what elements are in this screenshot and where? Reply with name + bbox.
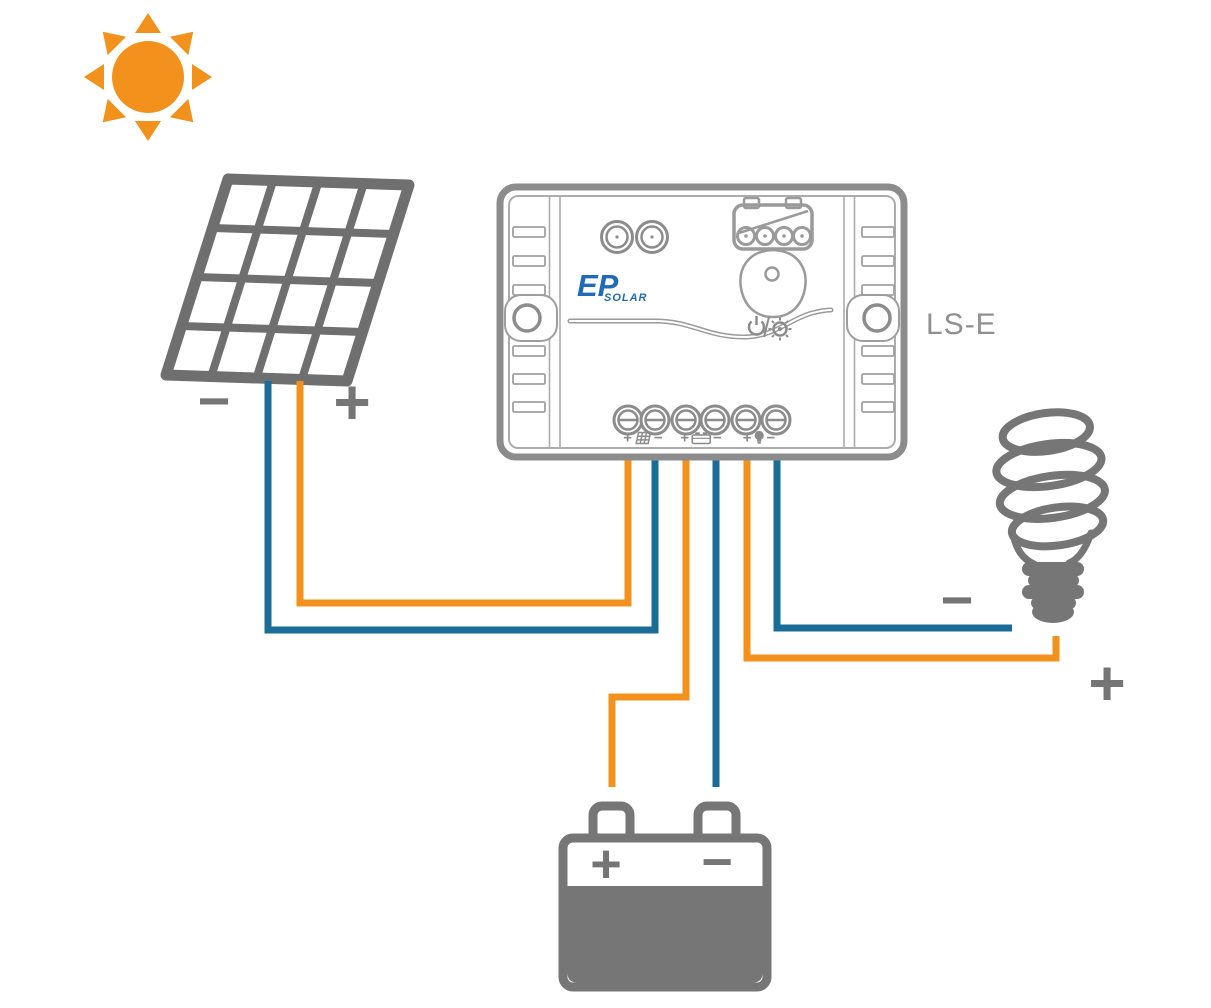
power-settings-icon	[747, 316, 792, 341]
mounting-hole-left-icon	[504, 294, 558, 342]
lamp-plus-label: +	[1088, 647, 1126, 719]
terminal-screw-icon	[699, 404, 731, 436]
terminal-screw-icon	[760, 404, 792, 436]
terminal-screw-icon	[730, 404, 762, 436]
lamp-icon	[754, 430, 764, 444]
battery-icon	[691, 432, 711, 445]
pv-terminal-label: + −	[623, 431, 663, 446]
epsolar-logo: EP SOLAR	[577, 265, 669, 313]
battery-minus-symbol: −	[701, 832, 733, 892]
sun-icon	[84, 13, 212, 141]
pv-minus-label: −	[654, 429, 663, 447]
load-minus-label: −	[766, 429, 776, 447]
lamp-minus-label: −	[940, 568, 974, 631]
logo-ep-text: EP	[577, 268, 619, 303]
vent-slots-right	[861, 226, 895, 413]
terminal-screw-icon	[670, 404, 702, 436]
vent-slots-left	[512, 226, 546, 413]
battery-terminal-label: + −	[680, 431, 722, 446]
battery-positive-wire	[608, 459, 690, 787]
logo-solar-text: SOLAR	[604, 292, 648, 304]
groove-line	[567, 307, 834, 340]
led-indicator-icon	[600, 220, 669, 254]
terminal-screw-icon	[612, 404, 644, 436]
battery-minus-label: −	[713, 429, 722, 447]
solar-panel-icon	[635, 431, 652, 445]
pv-negative-wire	[264, 381, 659, 634]
lamp-base	[1022, 562, 1084, 623]
panel-minus-label: −	[197, 369, 231, 432]
lamp	[992, 408, 1109, 623]
pv-plus-label: +	[623, 429, 632, 447]
terminal-screw-icon	[639, 404, 671, 436]
load-plus-label: +	[742, 429, 752, 447]
load-positive-wire	[743, 459, 1060, 662]
button-pad	[739, 248, 807, 319]
battery-plus-label: +	[680, 429, 689, 447]
pv-positive-wire	[296, 381, 632, 607]
panel-plus-label: +	[333, 366, 371, 438]
controller-model-label: LS-E	[926, 308, 997, 341]
mounting-hole-right-icon	[846, 294, 900, 342]
battery-plus-symbol: +	[590, 834, 622, 894]
terminal-block-icon	[732, 196, 814, 251]
load-negative-wire	[773, 459, 1012, 632]
battery	[558, 801, 772, 992]
charge-controller	[496, 183, 908, 461]
solar-panel	[160, 173, 415, 387]
terminal-screws	[612, 404, 792, 436]
load-terminal-label: + −	[743, 431, 776, 446]
